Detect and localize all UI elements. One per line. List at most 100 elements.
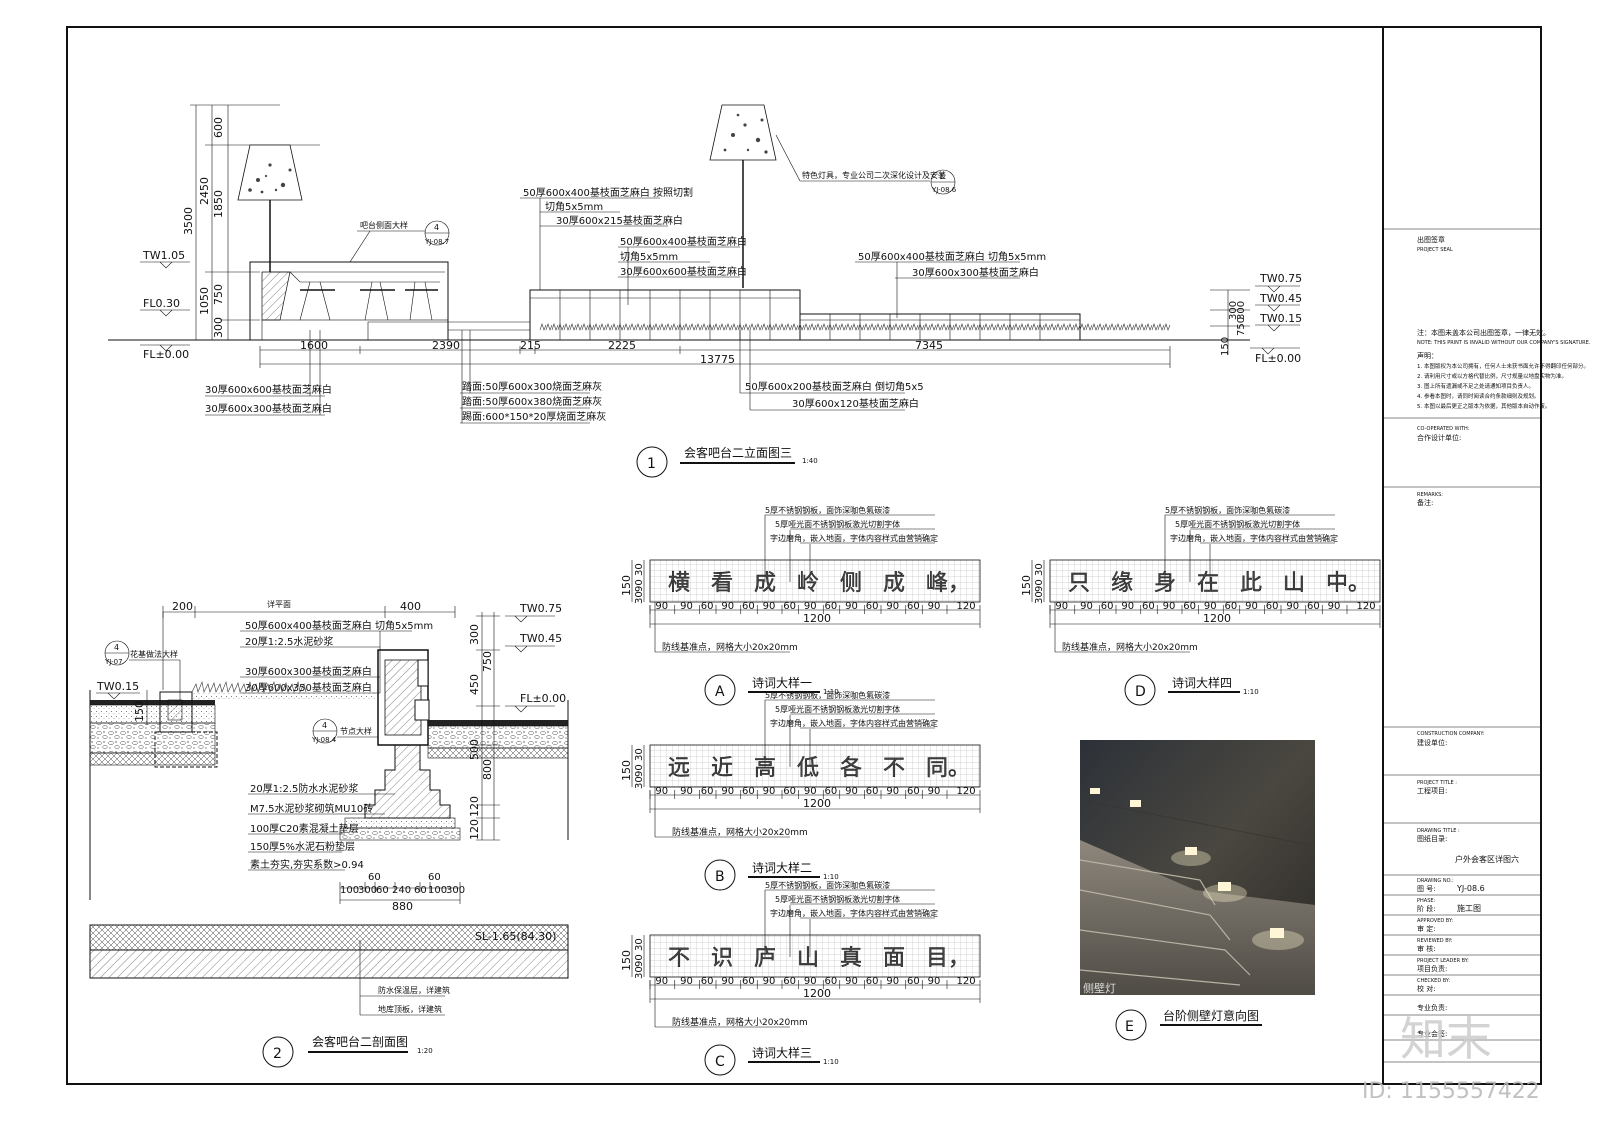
level-tw105: TW1.05 <box>142 249 185 262</box>
level-tw015: TW0.15 <box>1259 312 1302 325</box>
poem-d-bdim-8: 60 <box>1225 601 1238 612</box>
poem-b-bdim-0: 90 <box>655 786 668 797</box>
svg-text:素土夯实,夯实系数>0.94: 素土夯实,夯实系数>0.94 <box>250 858 364 871</box>
poem-d-char-3: 在 <box>1197 571 1219 596</box>
poem-c-char-0: 不 <box>668 946 690 971</box>
poem-b-bdim-8: 60 <box>825 786 838 797</box>
poem-c-bdim-total: 1200 <box>803 987 831 1000</box>
sec-top-label: 详平面 <box>267 599 291 609</box>
poem-c-ldim-150: 150 <box>620 950 633 971</box>
svg-text:30厚600x300基枝面芝麻白: 30厚600x300基枝面芝麻白 <box>245 665 372 678</box>
poem-d-char-6: 中。 <box>1326 571 1370 596</box>
poem-c-title-letter: C <box>715 1054 725 1070</box>
svg-text:4. 参看本图时，请同时阅读合约条款细则及规划。: 4. 参看本图时，请同时阅读合约条款细则及规划。 <box>1417 392 1540 400</box>
poem-c-bdim-6: 60 <box>783 976 796 987</box>
svg-text:APPROVED BY:: APPROVED BY: <box>1417 918 1453 924</box>
poem-d-char-5: 山 <box>1283 571 1305 596</box>
poem-c-title-circle <box>704 1044 736 1076</box>
poem-a-bdim-12: 60 <box>907 601 920 612</box>
svg-text:图纸目录:: 图纸目录: <box>1417 834 1447 843</box>
svg-text:REVIEWED BY:: REVIEWED BY: <box>1417 938 1453 944</box>
svg-text:校 对:: 校 对: <box>1417 984 1436 993</box>
section-wall <box>339 649 461 841</box>
level-tw075: TW0.75 <box>1259 272 1302 285</box>
poem-d-bdim-5: 90 <box>1163 601 1176 612</box>
poem-c-bdim-3: 90 <box>721 976 734 987</box>
poem-b-char-0: 远 <box>668 756 690 781</box>
svg-text:1. 本图版权为本公司拥有，任何人士未获书面允许不得翻印任何: 1. 本图版权为本公司拥有，任何人士未获书面允许不得翻印任何部分。 <box>1417 362 1589 370</box>
poem-d-bdim-12: 60 <box>1307 601 1320 612</box>
poem-c-bdim-1: 90 <box>680 976 693 987</box>
poem-b-bdim-12: 60 <box>907 786 920 797</box>
svg-text:阶 段:: 阶 段: <box>1417 904 1436 913</box>
h-dim-7345: 7345 <box>915 339 943 352</box>
svg-text:踢面:600*150*20厚烧面芝麻灰: 踢面:600*150*20厚烧面芝麻灰 <box>462 410 606 423</box>
drawing-phase: 施工图 <box>1457 903 1481 913</box>
poem-b-char-3: 低 <box>797 756 819 781</box>
sec-callout-label: 花基做法大样 <box>130 649 178 659</box>
poem-a-bdim-7: 90 <box>804 601 817 612</box>
elevation-title-num: 1 <box>647 456 656 472</box>
poem-a-char-6: 峰， <box>926 571 970 596</box>
svg-text:PROJECT LEADER BY:: PROJECT LEADER BY: <box>1417 958 1469 964</box>
svg-text:注：本图未盖本公司出图签章，一律无效。: 注：本图未盖本公司出图签章，一律无效。 <box>1417 328 1550 337</box>
poem-a-char-0: 横 <box>668 571 690 596</box>
right-dim-750: 750 <box>1236 317 1247 336</box>
section-view: 200 400 详平面 <box>89 599 569 1068</box>
elev-notes-bottom-left: 30厚600x600基枝面芝麻白 30厚600x300基枝面芝麻白 <box>205 330 332 416</box>
poem-a-char-2: 成 <box>754 571 776 596</box>
poem-c-char-5: 面 <box>883 946 905 971</box>
poem-c-note-1: 5厚哑光面不锈钢钢板激光切割字体 <box>775 894 900 904</box>
poem-a-bdim-1: 90 <box>680 601 693 612</box>
poem-d-scale: 1:10 <box>1243 688 1259 696</box>
svg-text:30厚600x600基枝面芝麻白: 30厚600x600基枝面芝麻白 <box>620 265 747 278</box>
poem-a-baseline-note: 防线基准点，网格大小20x20mm <box>662 641 798 653</box>
watermark-logo: 知末 <box>1400 1012 1492 1066</box>
svg-text:踏面:50厚600x300烧面芝麻灰: 踏面:50厚600x300烧面芝麻灰 <box>462 380 602 393</box>
poem-c-char-3: 山 <box>797 946 819 971</box>
svg-text:30厚600x215基枝面芝麻白: 30厚600x215基枝面芝麻白 <box>556 214 683 227</box>
drawing-number: YJ-08.6 <box>1456 884 1485 893</box>
poem-b-note-0: 5厚不锈钢钢板，面饰深咖色氟碳漆 <box>765 690 890 700</box>
sec-bdim-60c: 60 <box>428 872 441 883</box>
poem-a-bdim-6: 60 <box>783 601 796 612</box>
sec-notes-top: 50厚600x400基枝面芝麻白 切角5x5mm 20厚1:2.5水泥砂浆 30… <box>240 619 433 694</box>
svg-text:20厚1:2.5水泥砂浆: 20厚1:2.5水泥砂浆 <box>245 635 333 648</box>
poem-b-bdim-total: 1200 <box>803 797 831 810</box>
sec-level-tw045: TW0.45 <box>519 632 562 645</box>
callout-lamp-label: 特色灯具，专业公司二次深化设计及安装 <box>802 170 946 180</box>
poem-b-bdim-13: 90 <box>928 786 941 797</box>
poem-d-bdim-6: 60 <box>1183 601 1196 612</box>
svg-text:合作设计单位:: 合作设计单位: <box>1417 433 1461 442</box>
callout-lamp-ref: YJ-08.6 <box>931 186 957 194</box>
svg-text:5. 本图以最后更正之版本为依据，其他版本自动作废。: 5. 本图以最后更正之版本为依据，其他版本自动作废。 <box>1417 402 1551 410</box>
level-fl030: FL0.30 <box>143 297 180 310</box>
svg-text:CONSTRUCTION COMPANY:: CONSTRUCTION COMPANY: <box>1417 731 1485 737</box>
poem-b-note-2: 字边磨角，嵌入地面，字体内容样式由营销确定 <box>770 718 938 728</box>
poem-d-ldim-30b: 30 <box>1034 591 1045 604</box>
poem-a-char-1: 看 <box>711 571 733 596</box>
poem-b-char-2: 高 <box>754 756 776 781</box>
poem-a-ldim-150: 150 <box>620 575 633 596</box>
poem-d-bdim-3: 90 <box>1121 601 1134 612</box>
svg-text:50厚600x400基枝面芝麻白 切角5x5mm: 50厚600x400基枝面芝麻白 切角5x5mm <box>245 619 433 632</box>
right-dim-300b: 300 <box>1236 301 1247 320</box>
poem-b-bdim-5: 90 <box>763 786 776 797</box>
callout-lamp-num: E <box>940 172 945 181</box>
sec-level-tw015: TW0.15 <box>96 680 139 693</box>
poem-d-bdim-14: 120 <box>1357 601 1376 612</box>
sec-rdim-120a: 120 <box>468 796 481 817</box>
svg-text:30厚600x600基枝面芝麻白: 30厚600x600基枝面芝麻白 <box>205 383 332 396</box>
svg-text:20厚1:2.5防水水泥砂浆: 20厚1:2.5防水水泥砂浆 <box>250 782 358 795</box>
poem-a-char-4: 侧 <box>840 571 862 596</box>
poem-a-title-circle <box>704 674 736 706</box>
svg-text:审 定:: 审 定: <box>1417 924 1436 933</box>
poem-a-title: 诗词大样一 <box>752 675 812 690</box>
callout-bar-label: 吧台侧面大样 <box>360 220 408 230</box>
sec-node-ref: YJ-08.4 <box>311 736 337 744</box>
poem-b-char-5: 不 <box>883 756 905 781</box>
svg-text:50厚600x400基枝面芝麻白: 50厚600x400基枝面芝麻白 <box>620 235 747 248</box>
poem-c-bdim-13: 90 <box>928 976 941 987</box>
sec-bdim-60b: 60 <box>376 885 389 896</box>
